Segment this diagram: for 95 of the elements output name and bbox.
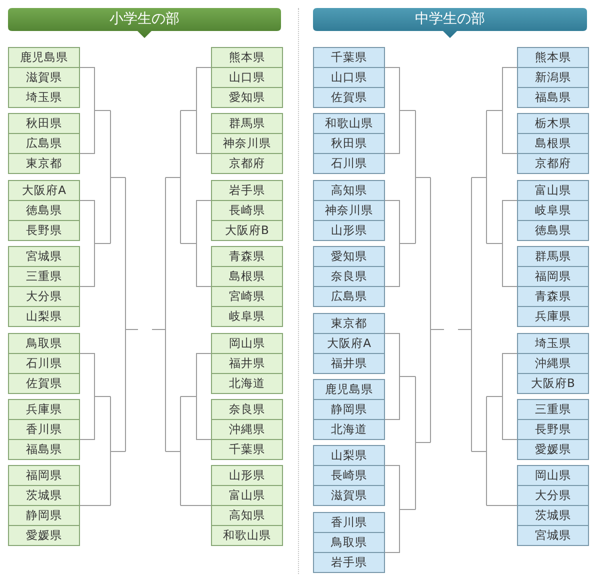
- team-box: 鹿児島県: [8, 47, 80, 68]
- team-box: 神奈川県: [313, 200, 385, 221]
- team-box: 茨城県: [8, 485, 80, 506]
- team-box: 三重県: [517, 399, 589, 420]
- team-box: 東京都: [313, 313, 385, 334]
- team-box: 鳥取県: [8, 333, 80, 354]
- team-box: 福井県: [313, 353, 385, 374]
- team-box: 香川県: [8, 419, 80, 440]
- team-box: 長野県: [517, 419, 589, 440]
- team-box: 大阪府A: [313, 333, 385, 354]
- team-box: 和歌山県: [313, 113, 385, 134]
- team-box: 佐賀県: [313, 87, 385, 108]
- team-box: 岐阜県: [211, 306, 283, 327]
- team-box: 青森県: [211, 246, 283, 267]
- team-box: 神奈川県: [211, 133, 283, 154]
- team-box: 青森県: [517, 286, 589, 307]
- team-box: 鳥取県: [313, 532, 385, 553]
- team-box: 群馬県: [211, 113, 283, 134]
- team-box: 宮城県: [517, 525, 589, 546]
- team-box: 千葉県: [313, 47, 385, 68]
- team-box: 大阪府A: [8, 180, 80, 201]
- team-box: 宮崎県: [211, 286, 283, 307]
- team-box: 石川県: [313, 153, 385, 174]
- team-box: 佐賀県: [8, 373, 80, 394]
- team-box: 奈良県: [211, 399, 283, 420]
- team-box: 福島県: [517, 87, 589, 108]
- team-box: 徳島県: [517, 220, 589, 241]
- team-box: 富山県: [517, 180, 589, 201]
- team-box: 富山県: [211, 485, 283, 506]
- team-box: 高知県: [211, 505, 283, 526]
- team-box: 山形県: [313, 220, 385, 241]
- team-box: 岩手県: [211, 180, 283, 201]
- team-box: 沖縄県: [517, 353, 589, 374]
- team-box: 兵庫県: [8, 399, 80, 420]
- team-box: 徳島県: [8, 200, 80, 221]
- team-box: 福井県: [211, 353, 283, 374]
- team-box: 埼玉県: [517, 333, 589, 354]
- team-box: 福岡県: [517, 266, 589, 287]
- team-box: 秋田県: [8, 113, 80, 134]
- team-box: 長崎県: [313, 465, 385, 486]
- team-box: 静岡県: [313, 399, 385, 420]
- team-box: 岡山県: [517, 465, 589, 486]
- team-box: 和歌山県: [211, 525, 283, 546]
- team-box: 高知県: [313, 180, 385, 201]
- team-box: 石川県: [8, 353, 80, 374]
- team-box: 山梨県: [8, 306, 80, 327]
- team-box: 群馬県: [517, 246, 589, 267]
- team-box: 広島県: [8, 133, 80, 154]
- team-box: 福岡県: [8, 465, 80, 486]
- team-box: 愛媛県: [8, 525, 80, 546]
- team-box: 栃木県: [517, 113, 589, 134]
- team-box: 愛媛県: [517, 439, 589, 460]
- team-box: 新潟県: [517, 67, 589, 88]
- team-box: 東京都: [8, 153, 80, 174]
- team-box: 山口県: [211, 67, 283, 88]
- team-box: 山形県: [211, 465, 283, 486]
- team-box: 愛知県: [211, 87, 283, 108]
- team-box: 秋田県: [313, 133, 385, 154]
- team-box: 島根県: [211, 266, 283, 287]
- team-box: 埼玉県: [8, 87, 80, 108]
- team-box: 山口県: [313, 67, 385, 88]
- team-box: 大阪府B: [517, 373, 589, 394]
- team-box: 山梨県: [313, 445, 385, 466]
- team-box: 香川県: [313, 512, 385, 533]
- team-box: 熊本県: [211, 47, 283, 68]
- team-box: 岐阜県: [517, 200, 589, 221]
- team-box: 茨城県: [517, 505, 589, 526]
- team-box: 大阪府B: [211, 220, 283, 241]
- team-box: 鹿児島県: [313, 379, 385, 400]
- team-box: 千葉県: [211, 439, 283, 460]
- team-box: 三重県: [8, 266, 80, 287]
- team-box: 滋賀県: [313, 485, 385, 506]
- team-box: 北海道: [313, 419, 385, 440]
- team-box: 愛知県: [313, 246, 385, 267]
- team-box: 大分県: [8, 286, 80, 307]
- team-box: 熊本県: [517, 47, 589, 68]
- team-box: 岡山県: [211, 333, 283, 354]
- team-box: 宮城県: [8, 246, 80, 267]
- section-banner: 小学生の部: [8, 8, 281, 38]
- team-box: 島根県: [517, 133, 589, 154]
- team-box: 広島県: [313, 286, 385, 307]
- team-box: 沖縄県: [211, 419, 283, 440]
- team-box: 北海道: [211, 373, 283, 394]
- team-box: 長野県: [8, 220, 80, 241]
- team-box: 京都府: [211, 153, 283, 174]
- team-box: 大分県: [517, 485, 589, 506]
- team-box: 福島県: [8, 439, 80, 460]
- team-box: 滋賀県: [8, 67, 80, 88]
- section-banner: 中学生の部: [313, 8, 587, 38]
- team-box: 京都府: [517, 153, 589, 174]
- team-box: 兵庫県: [517, 306, 589, 327]
- team-box: 岩手県: [313, 552, 385, 573]
- team-box: 奈良県: [313, 266, 385, 287]
- team-box: 静岡県: [8, 505, 80, 526]
- team-box: 長崎県: [211, 200, 283, 221]
